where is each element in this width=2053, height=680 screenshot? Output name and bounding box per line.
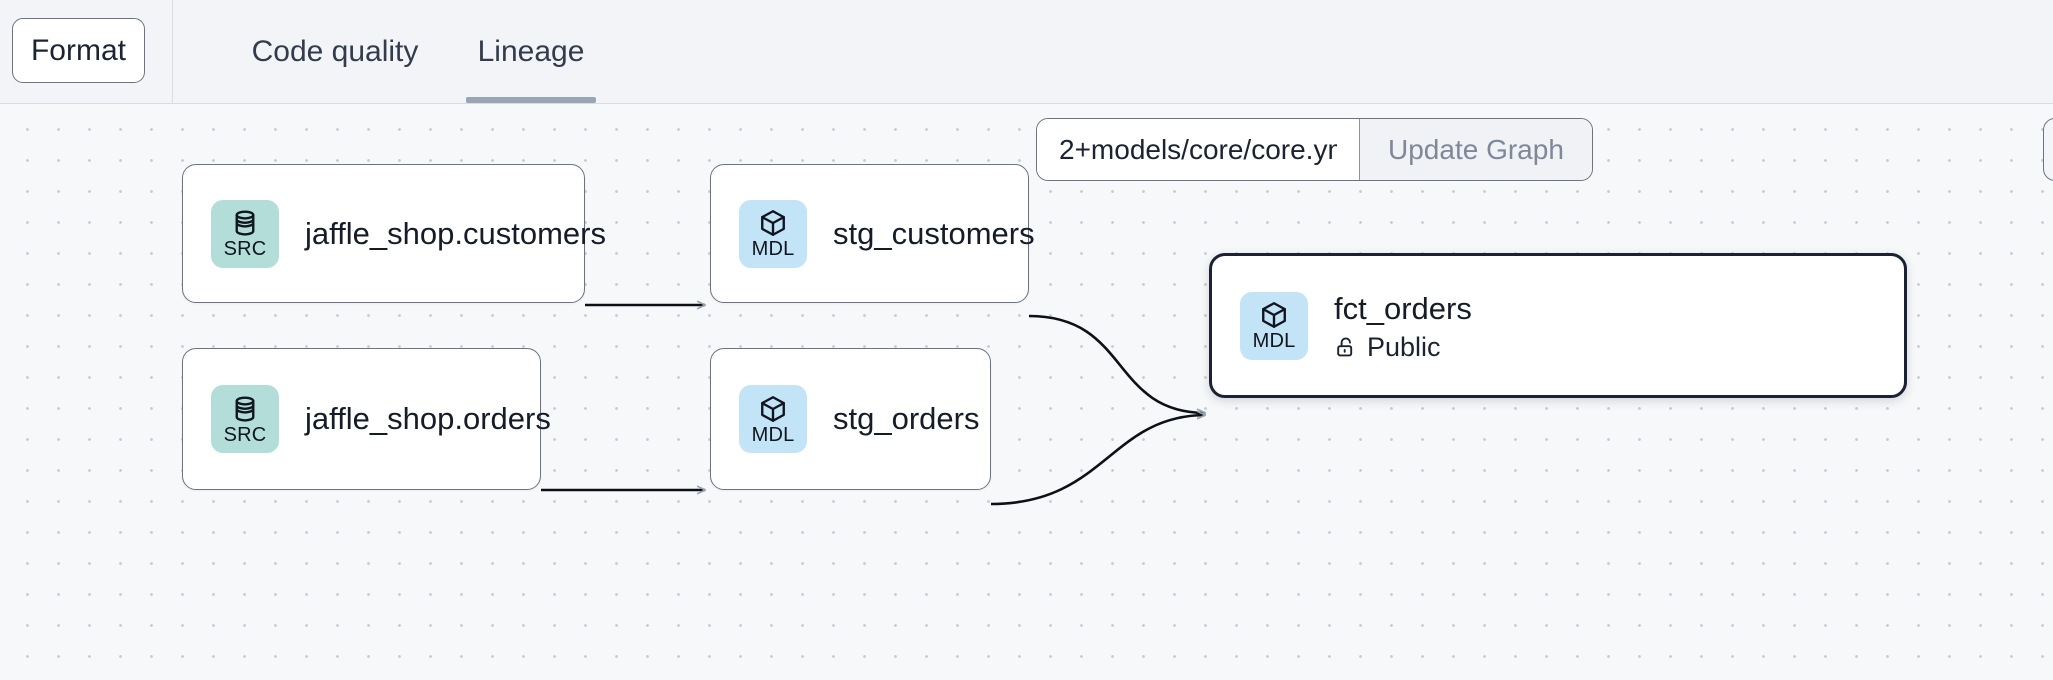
node-title: stg_customers <box>833 215 1035 251</box>
tab-code-quality-underline <box>240 97 430 103</box>
cube-icon <box>758 208 788 238</box>
node-badge-src: SRC <box>211 199 279 268</box>
node-access-badge: Public <box>1334 332 1472 362</box>
node-badge-mdl-label: MDL <box>1252 330 1296 352</box>
node-body: stg_orders <box>833 400 979 438</box>
node-badge-src: SRC <box>211 385 279 453</box>
tab-code-quality-label: Code quality <box>251 34 419 68</box>
node-access-label: Public <box>1367 331 1441 362</box>
overflow-control-button[interactable] <box>2043 118 2053 181</box>
lineage-node-jaffle-shop-orders[interactable]: SRC jaffle_shop.orders <box>182 348 551 490</box>
cube-icon <box>758 394 788 424</box>
database-icon <box>230 394 260 424</box>
graph-selector-input[interactable] <box>1037 119 1359 180</box>
cube-icon <box>1259 300 1289 330</box>
graph-selector-group: Update Graph <box>1036 118 1593 181</box>
node-badge-mdl-label: MDL <box>751 238 795 260</box>
update-graph-button[interactable]: Update Graph <box>1359 119 1592 180</box>
lineage-canvas[interactable]: SRC jaffle_shop.customers MDL stg_custo <box>0 104 2053 680</box>
node-badge-mdl-label: MDL <box>751 423 795 446</box>
tab-code-quality[interactable]: Code quality <box>240 0 430 103</box>
unlock-icon <box>1334 335 1358 359</box>
node-body: jaffle_shop.orders <box>305 400 551 438</box>
editor-toolbar: Format Code quality Lineage <box>0 0 2053 104</box>
tab-lineage[interactable]: Lineage <box>466 0 596 103</box>
node-badge-src-label: SRC <box>223 423 267 446</box>
node-title: jaffle_shop.customers <box>305 215 606 251</box>
lineage-node-fct-orders[interactable]: MDL fct_orders Public <box>1209 253 1907 398</box>
node-title: fct_orders <box>1334 290 1472 326</box>
tab-lineage-label: Lineage <box>477 34 585 68</box>
lineage-node-stg-orders[interactable]: MDL stg_orders <box>710 348 991 490</box>
lineage-node-stg-customers[interactable]: MDL stg_customers <box>710 164 1035 303</box>
node-body: jaffle_shop.customers <box>305 215 606 253</box>
node-title: stg_orders <box>833 401 980 436</box>
database-icon <box>230 208 260 238</box>
format-button[interactable]: Format <box>12 18 145 83</box>
node-body: fct_orders Public <box>1334 290 1472 362</box>
node-badge-mdl: MDL <box>739 385 807 453</box>
edge-stg-orders-to-fct-orders <box>990 415 1205 506</box>
node-badge-mdl: MDL <box>1240 291 1308 360</box>
node-title: jaffle_shop.orders <box>305 401 551 436</box>
node-badge-src-label: SRC <box>223 238 267 260</box>
node-badge-mdl: MDL <box>739 199 807 268</box>
format-toolbar-section: Format <box>0 0 173 103</box>
lineage-node-jaffle-shop-customers[interactable]: SRC jaffle_shop.customers <box>182 164 606 303</box>
edge-stg-customers-to-fct-orders <box>1028 314 1205 413</box>
tab-lineage-underline <box>466 97 596 103</box>
node-body: stg_customers <box>833 215 1035 253</box>
